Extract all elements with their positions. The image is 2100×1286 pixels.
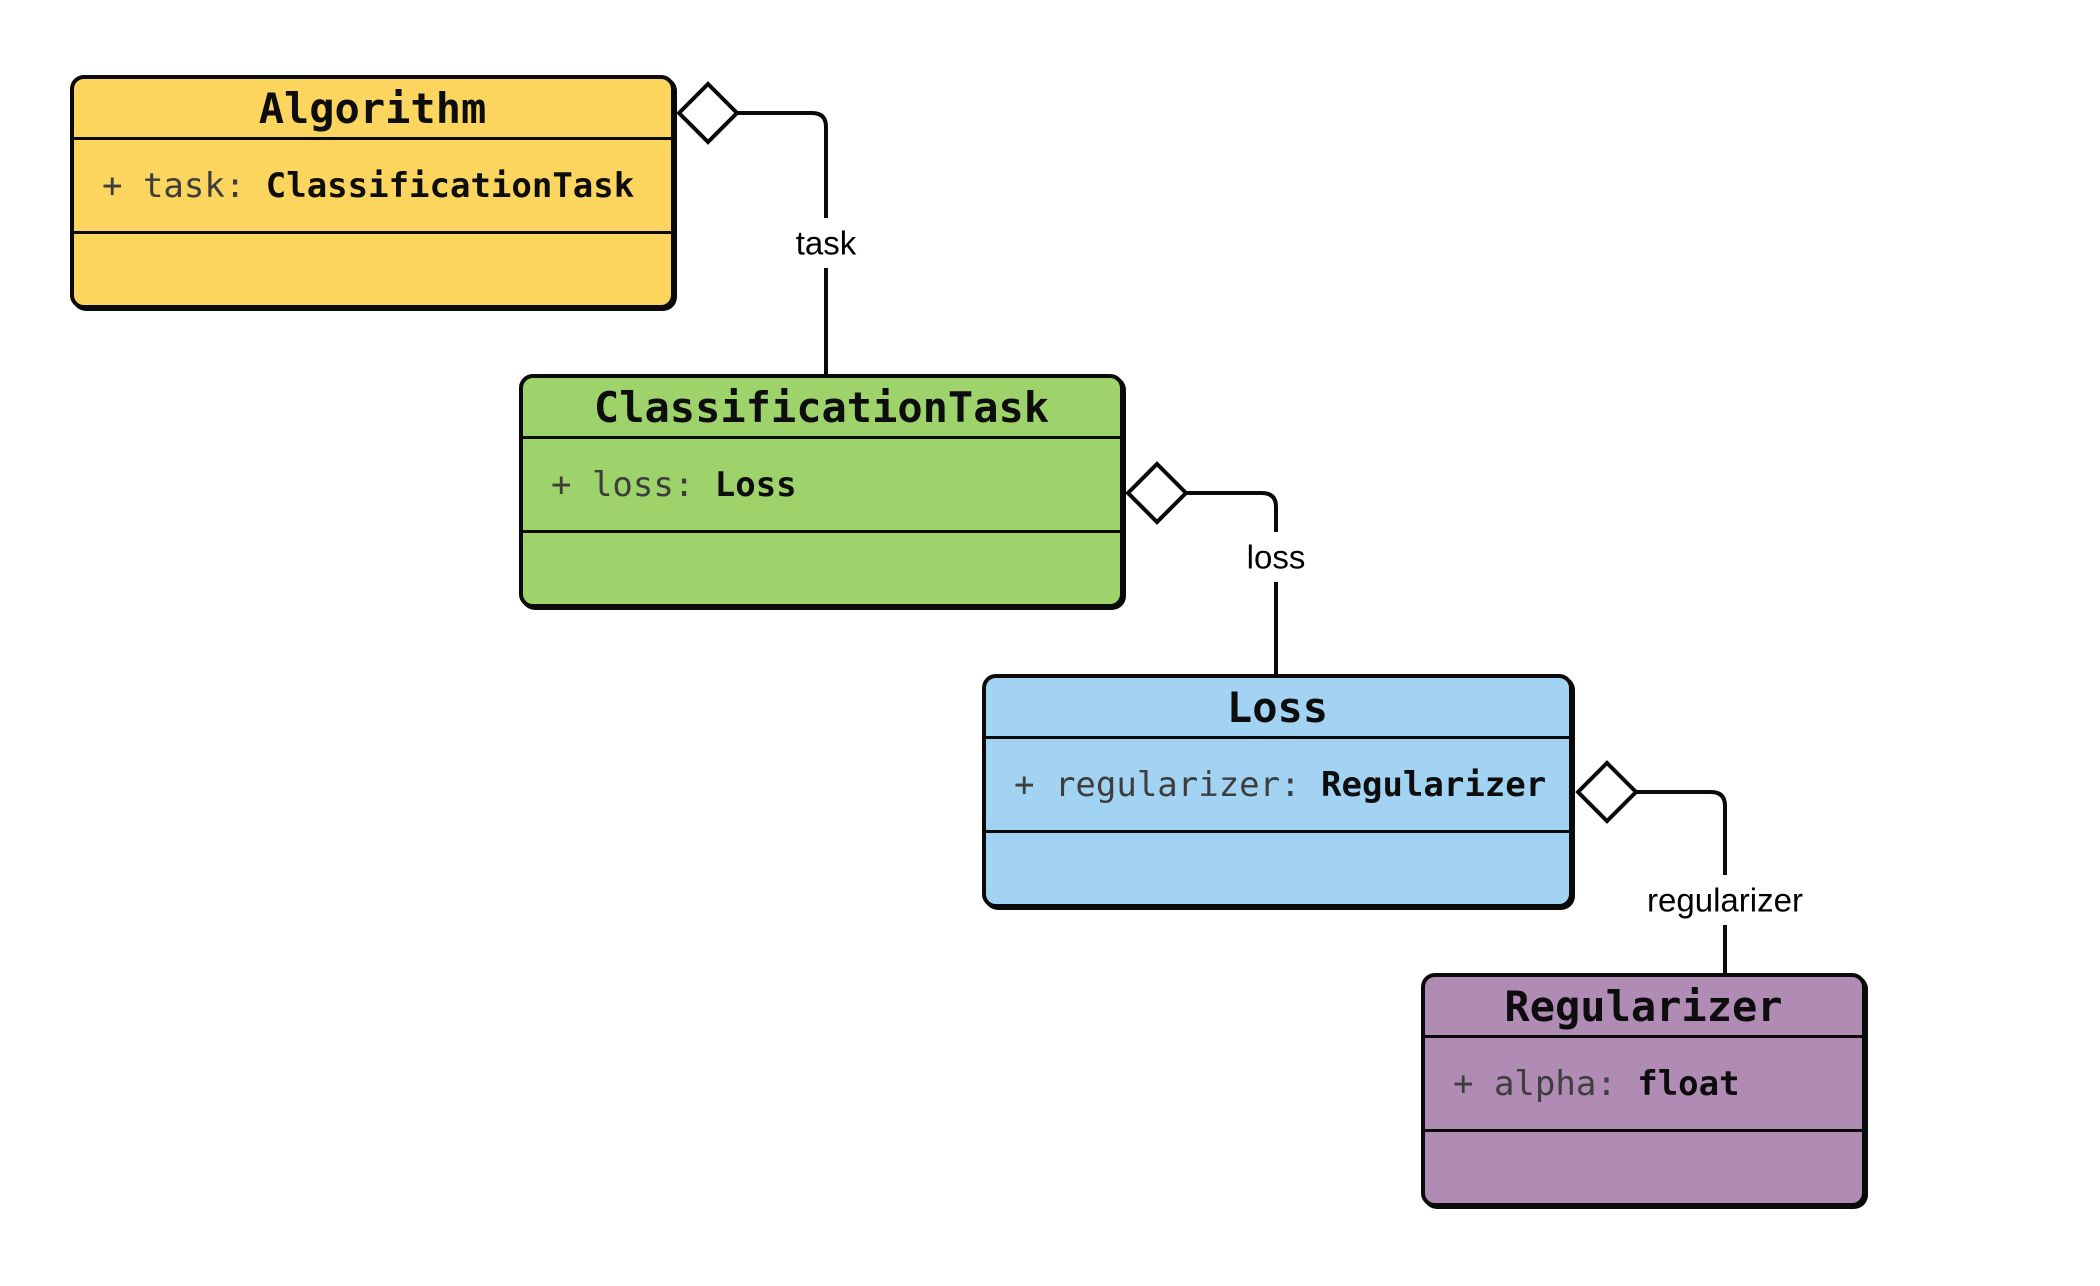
class-title: Algorithm	[74, 79, 671, 140]
attribute-type: Loss	[714, 464, 797, 505]
attribute-name: + task:	[102, 165, 266, 206]
class-attribute: + alpha: float	[1425, 1038, 1862, 1132]
relation-line-regularizer	[1636, 790, 1727, 973]
class-methods-empty	[1425, 1132, 1862, 1203]
class-title: Loss	[986, 678, 1569, 739]
relation-line-loss	[1186, 491, 1278, 674]
class-title: ClassificationTask	[523, 378, 1120, 439]
class-methods-empty	[74, 234, 671, 305]
aggregation-diamond-icon	[1575, 760, 1639, 824]
class-box-algorithm: Algorithm + task: ClassificationTask	[70, 75, 675, 309]
relation-label-loss: loss	[1247, 539, 1306, 576]
class-box-loss: Loss + regularizer: Regularizer	[982, 674, 1573, 908]
class-box-classificationtask: ClassificationTask + loss: Loss	[519, 374, 1124, 608]
aggregation-diamond-icon	[676, 81, 740, 145]
class-title: Regularizer	[1425, 977, 1862, 1038]
class-methods-empty	[523, 533, 1120, 604]
class-methods-empty	[986, 833, 1569, 904]
class-attribute: + regularizer: Regularizer	[986, 739, 1569, 833]
attribute-name: + loss:	[551, 464, 715, 505]
attribute-type: ClassificationTask	[265, 165, 635, 206]
class-box-regularizer: Regularizer + alpha: float	[1421, 973, 1866, 1207]
relation-line-task	[737, 111, 828, 374]
class-attribute: + loss: Loss	[523, 439, 1120, 533]
attribute-type: float	[1637, 1063, 1740, 1104]
relation-label-bg	[1232, 532, 1320, 582]
class-attribute: + task: ClassificationTask	[74, 140, 671, 234]
aggregation-diamond-icon	[1125, 461, 1189, 525]
relation-label-bg	[1630, 875, 1820, 925]
attribute-type: Regularizer	[1321, 764, 1547, 805]
relation-label-regularizer: regularizer	[1647, 882, 1803, 919]
relation-label-bg	[782, 218, 870, 268]
relation-label-task: task	[796, 225, 857, 262]
attribute-name: + alpha:	[1453, 1063, 1638, 1104]
attribute-name: + regularizer:	[1014, 764, 1322, 805]
